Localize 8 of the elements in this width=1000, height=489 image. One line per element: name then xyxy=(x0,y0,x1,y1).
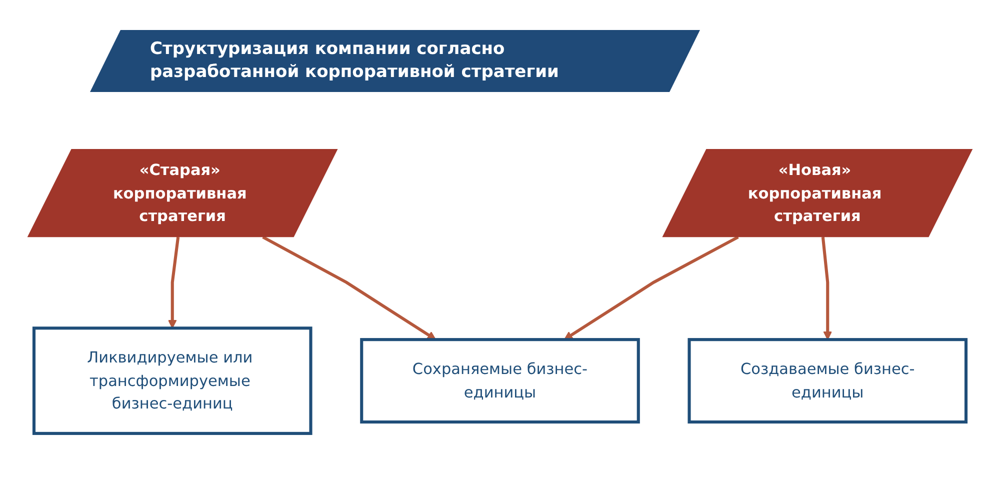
title-banner: Структуризация компании согласно разработанной корпоративной стратегии xyxy=(90,30,700,92)
node-box: Создаваемые бизнес-единицы xyxy=(688,338,968,424)
arrow xyxy=(262,236,436,340)
node-box: Ликвидируемые или трансформируемые бизнес-единиц xyxy=(32,326,312,435)
arrow xyxy=(821,236,832,340)
node-box: Сохраняемые бизнес-единицы xyxy=(360,338,640,424)
arrow xyxy=(564,236,739,340)
arrow xyxy=(168,236,180,329)
